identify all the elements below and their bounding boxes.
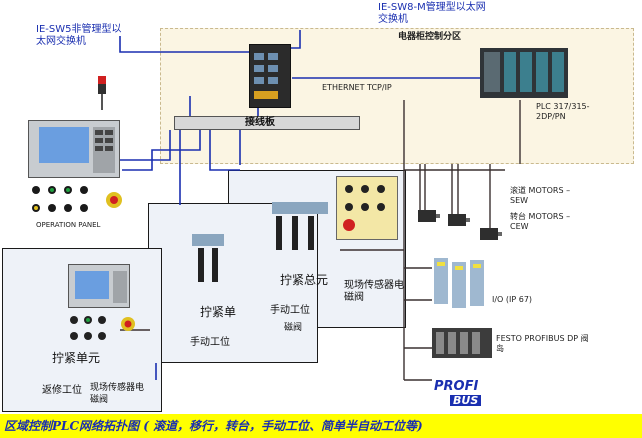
valve-fragment-label: 磁阀 xyxy=(284,323,303,333)
ie-sw8-label: IE-SW8-M管理型以太网 交换机 xyxy=(378,2,486,25)
motor-icon xyxy=(480,228,502,240)
motor-icon xyxy=(448,214,470,226)
motor-1 xyxy=(418,208,440,224)
wire-operation-panel xyxy=(122,130,201,171)
nutrunner-icon xyxy=(192,234,224,282)
motor-icon xyxy=(418,210,440,222)
signal-tower-icon xyxy=(98,76,106,110)
ie-sw8-switch xyxy=(249,44,291,108)
motor-3 xyxy=(480,226,502,242)
station-back-io-box xyxy=(336,176,398,240)
ie-sw5-label: IE-SW5非管理型以 太网交换机 xyxy=(36,24,122,47)
operation-button-box xyxy=(28,182,126,218)
terminal-label: 接线板 xyxy=(245,117,275,128)
hmi-icon xyxy=(75,271,127,303)
plc-rack xyxy=(480,44,568,100)
nutrunner-icon xyxy=(272,202,328,250)
cabinet-label: 电器柜控制分区 xyxy=(398,32,462,42)
station-panel-mid xyxy=(148,203,318,363)
unit-single-mid-label: 拧紧单 xyxy=(200,305,237,319)
terminal-board: 接线板 xyxy=(174,116,360,130)
button-box-icon xyxy=(32,186,122,212)
motor-2 xyxy=(448,212,470,228)
switch-icon xyxy=(254,53,278,99)
diagram-caption: 区域控制PLC网络拓扑图 ( 滚道，移行，转台，手动工位、简单半自动工位等) xyxy=(0,414,642,438)
button-box-icon xyxy=(70,316,135,340)
io-label: I/O (IP 67) xyxy=(492,295,533,304)
unit-total-label: 拧紧总元 xyxy=(280,273,329,287)
plc-icon xyxy=(480,48,568,98)
hmi-icon xyxy=(39,127,115,173)
io-modules xyxy=(434,258,490,310)
sensor-valve-label-1: 现场传感器电 磁阀 xyxy=(344,280,404,303)
nutrunner-group-mid xyxy=(190,232,230,292)
sensor-valve-label-2: 现场传感器电 磁阀 xyxy=(90,383,145,405)
profibus-logo: PROFI BUS xyxy=(432,378,500,410)
button-box-icon xyxy=(343,185,385,231)
bus-text: BUS xyxy=(450,395,482,406)
wire-sw5 xyxy=(119,36,251,70)
repair-station-label: 返修工位 xyxy=(42,385,82,396)
profi-text: PROFI xyxy=(434,379,479,394)
festo-valve-terminal xyxy=(432,322,492,364)
signal-tower xyxy=(96,76,108,110)
operation-panel-label: OPERATION PANEL xyxy=(36,221,101,229)
plc-label: PLC 317/315- 2DP/PN xyxy=(536,102,590,121)
festo-label: FESTO PROFIBUS DP 阀 岛 xyxy=(496,334,589,353)
hmi-operation-panel xyxy=(28,120,120,178)
io-module-icon xyxy=(434,258,484,308)
ethernet-label: ETHERNET TCP/IP xyxy=(322,83,392,92)
wire-panel-back xyxy=(209,130,240,171)
manual-station-label-1: 手动工位 xyxy=(270,305,310,316)
nutrunner-group-back xyxy=(270,200,334,260)
manual-station-label-2: 手动工位 xyxy=(190,337,230,348)
motors-sew-label: 滚道 MOTORS – SEW xyxy=(510,186,571,205)
valve-terminal-icon xyxy=(432,328,492,358)
hmi-front-station xyxy=(68,264,130,308)
front-button-box xyxy=(66,312,150,346)
motors-cew-label: 转台 MOTORS – CEW xyxy=(510,212,571,231)
unit-single-left-label: 拧紧单元 xyxy=(52,351,101,365)
